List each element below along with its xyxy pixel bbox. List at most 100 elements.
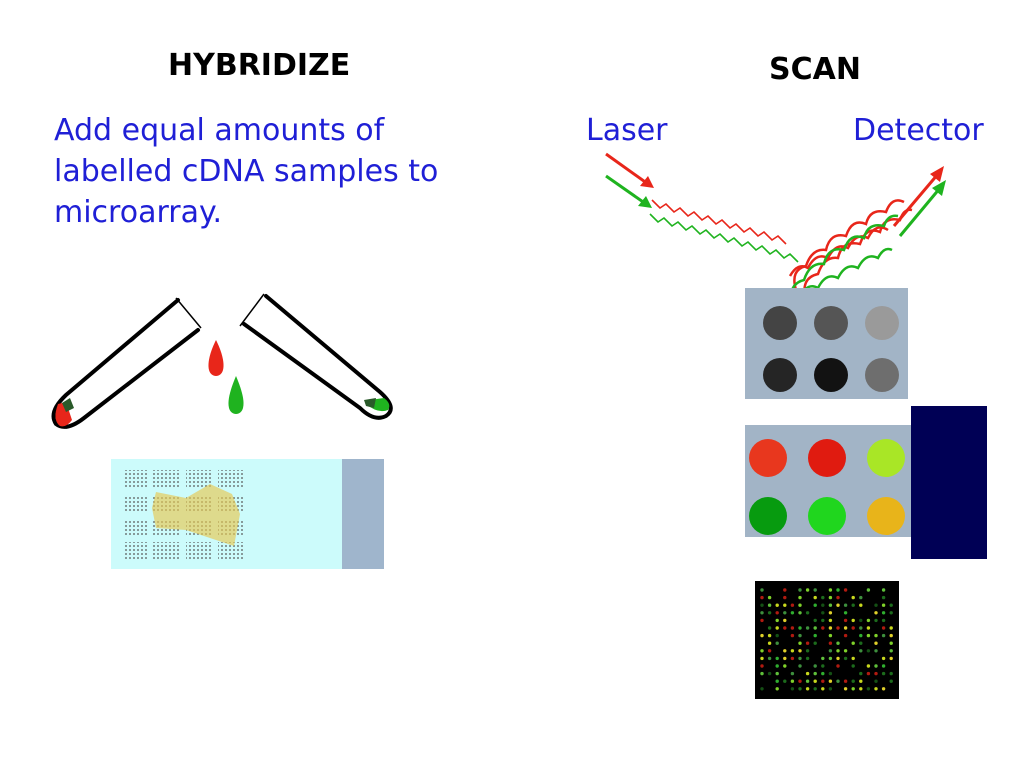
scan-spot [813, 679, 817, 683]
scan-spot [889, 649, 893, 653]
detector-label: Detector [853, 113, 984, 148]
scan-spot [805, 671, 810, 676]
scan-spot [843, 656, 848, 661]
microarray-slide [111, 459, 384, 569]
scan-spot [813, 641, 817, 645]
scan-spot [813, 595, 817, 600]
scan-spot [866, 649, 871, 653]
color-spot [867, 439, 905, 477]
scan-spot [790, 671, 795, 676]
scan-spot [813, 687, 817, 691]
scan-spot [843, 687, 848, 691]
color-spot [808, 497, 846, 535]
scan-spot [813, 633, 817, 638]
scan-spot [836, 649, 840, 653]
scan-spot [866, 633, 871, 638]
scan-spot [866, 687, 871, 691]
scan-spot [760, 618, 764, 623]
scan-spot [813, 588, 817, 592]
scan-spot [767, 641, 772, 645]
scan-spot [805, 611, 810, 615]
gray-spot [865, 306, 899, 340]
scan-spot [783, 664, 787, 668]
scan-spot [821, 679, 825, 683]
scan-spot [821, 611, 825, 615]
scan-spot [790, 626, 795, 630]
sample-smear [152, 484, 240, 546]
scan-spot [798, 603, 802, 607]
scan-spot [859, 595, 863, 600]
scan-spot [805, 588, 810, 592]
scan-spot [843, 603, 848, 607]
scan-spot [843, 649, 848, 653]
scan-spot [859, 603, 863, 607]
scan-spot [859, 671, 863, 676]
scan-spot [775, 641, 779, 645]
scan-spot [798, 633, 802, 638]
scan-spot [859, 618, 863, 623]
detector-arrow-green [898, 187, 942, 237]
scan-spot [767, 649, 772, 653]
gray-spot [814, 306, 848, 340]
detector-arrow-red [892, 173, 940, 227]
scan-spot [874, 641, 878, 645]
scan-spot [866, 626, 871, 630]
scan-spot [866, 588, 871, 592]
scan-spot [828, 626, 833, 630]
scan-spot [836, 626, 840, 630]
detector-block [911, 406, 987, 559]
scan-spot [874, 611, 878, 615]
scan-spot [843, 633, 848, 638]
scan-spot [836, 656, 840, 661]
scan-spot [805, 656, 810, 661]
scan-spot [775, 603, 779, 607]
scan-spot [836, 664, 840, 668]
scan-spot [828, 649, 833, 653]
scan-spot [760, 687, 764, 691]
scan-spot [881, 611, 886, 615]
scan-spot [843, 679, 848, 683]
scan-spot [767, 611, 772, 615]
scan-spot [874, 679, 878, 683]
scan-spot [760, 649, 764, 653]
scan-spot [760, 671, 764, 676]
scan-spot [859, 626, 863, 630]
scan-spot [874, 633, 878, 638]
scan-spot [881, 595, 886, 600]
scan-spot [775, 687, 779, 691]
scan-spot [783, 611, 787, 615]
incoming-wave-red [651, 199, 787, 245]
scan-spot [836, 603, 840, 607]
scan-spot [851, 687, 855, 691]
scan-spot [813, 671, 817, 676]
scan-spot [874, 649, 878, 653]
scan-spot [775, 626, 779, 630]
scan-spot [836, 595, 840, 600]
scan-spot [828, 641, 833, 645]
scan-spot [760, 603, 764, 607]
scan-spot [889, 633, 893, 638]
scan-spot [889, 641, 893, 645]
scan-spot [836, 641, 840, 645]
scan-spot [805, 679, 810, 683]
scan-spot [775, 618, 779, 623]
scan-spot [821, 595, 825, 600]
scan-spot [866, 618, 871, 623]
scan-spot [760, 595, 764, 600]
scan-spot [881, 603, 886, 607]
scan-spot [866, 671, 871, 676]
scan-spot [783, 679, 787, 683]
scan-spot [783, 618, 787, 623]
scan-spot [881, 687, 886, 691]
scan-spot [760, 611, 764, 615]
scan-spot [859, 633, 863, 638]
scan-spot [828, 687, 833, 691]
scan-spot [874, 687, 878, 691]
scan-spot [790, 687, 795, 691]
scan-spot [889, 679, 893, 683]
scan-spot [851, 641, 855, 645]
scan-spot [889, 656, 893, 661]
scan-spot [813, 664, 817, 668]
scan-spot [881, 671, 886, 676]
color-spot [867, 497, 905, 535]
